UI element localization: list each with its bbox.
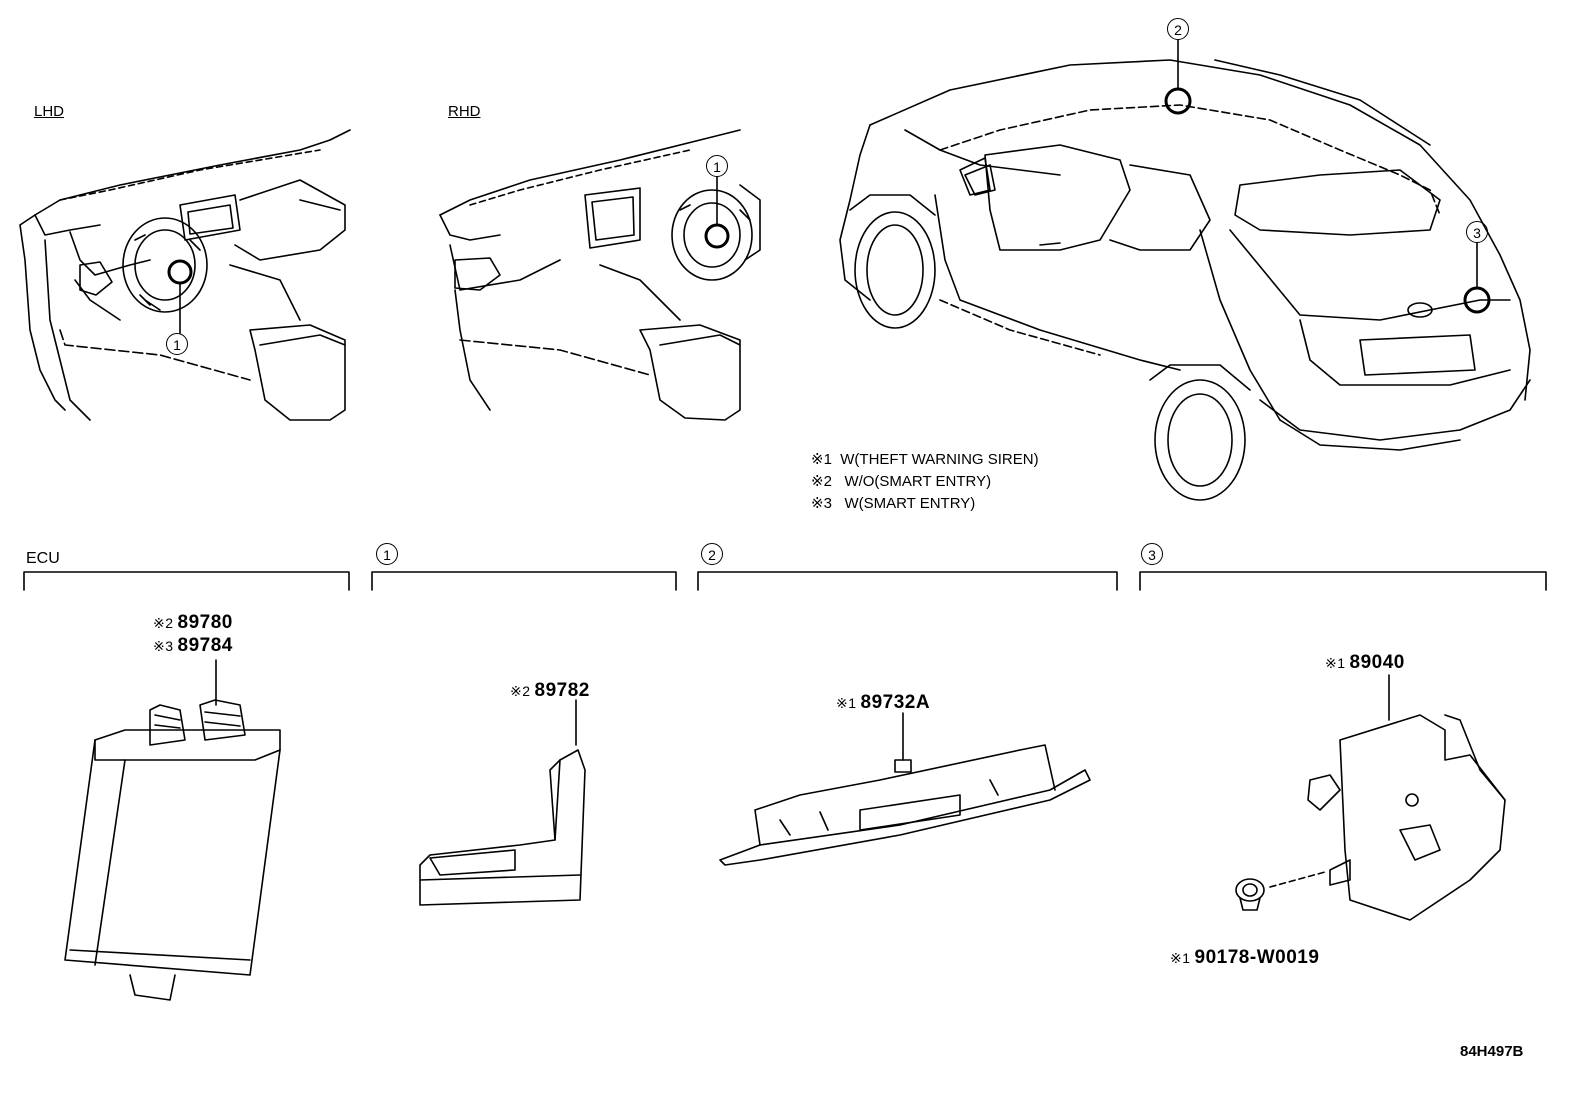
lhd-dashboard-drawing — [19, 129, 351, 421]
callout-1-rhd: 1 — [706, 155, 728, 177]
rhd-label: RHD — [448, 103, 481, 120]
note-1: ※1 W(THEFT WARNING SIREN) — [811, 451, 1039, 468]
note-2: ※2 W/O(SMART ENTRY) — [811, 473, 992, 490]
note-3: ※3 W(SMART ENTRY) — [811, 495, 976, 512]
part-89782-drawing — [419, 699, 586, 906]
section-3-label: 3 — [1141, 543, 1163, 565]
section-1-label: 1 — [376, 543, 398, 565]
section-2-label: 2 — [701, 543, 723, 565]
ecu-drawing — [64, 659, 281, 1001]
section-brackets — [23, 571, 1547, 591]
rhd-dashboard-drawing — [439, 129, 761, 421]
part-89040-drawing — [1269, 674, 1506, 921]
section-ecu-label: ECU — [26, 550, 60, 567]
lhd-label: LHD — [34, 103, 65, 120]
part-90178-drawing — [1235, 878, 1265, 911]
callout-2: 2 — [1167, 18, 1189, 40]
callout-1-lhd: 1 — [166, 333, 188, 355]
diagram-code: 84H497B — [1460, 1043, 1524, 1060]
part-89732a-drawing — [719, 712, 1091, 866]
callout-3: 3 — [1466, 221, 1488, 243]
vehicle-drawing — [839, 39, 1531, 501]
